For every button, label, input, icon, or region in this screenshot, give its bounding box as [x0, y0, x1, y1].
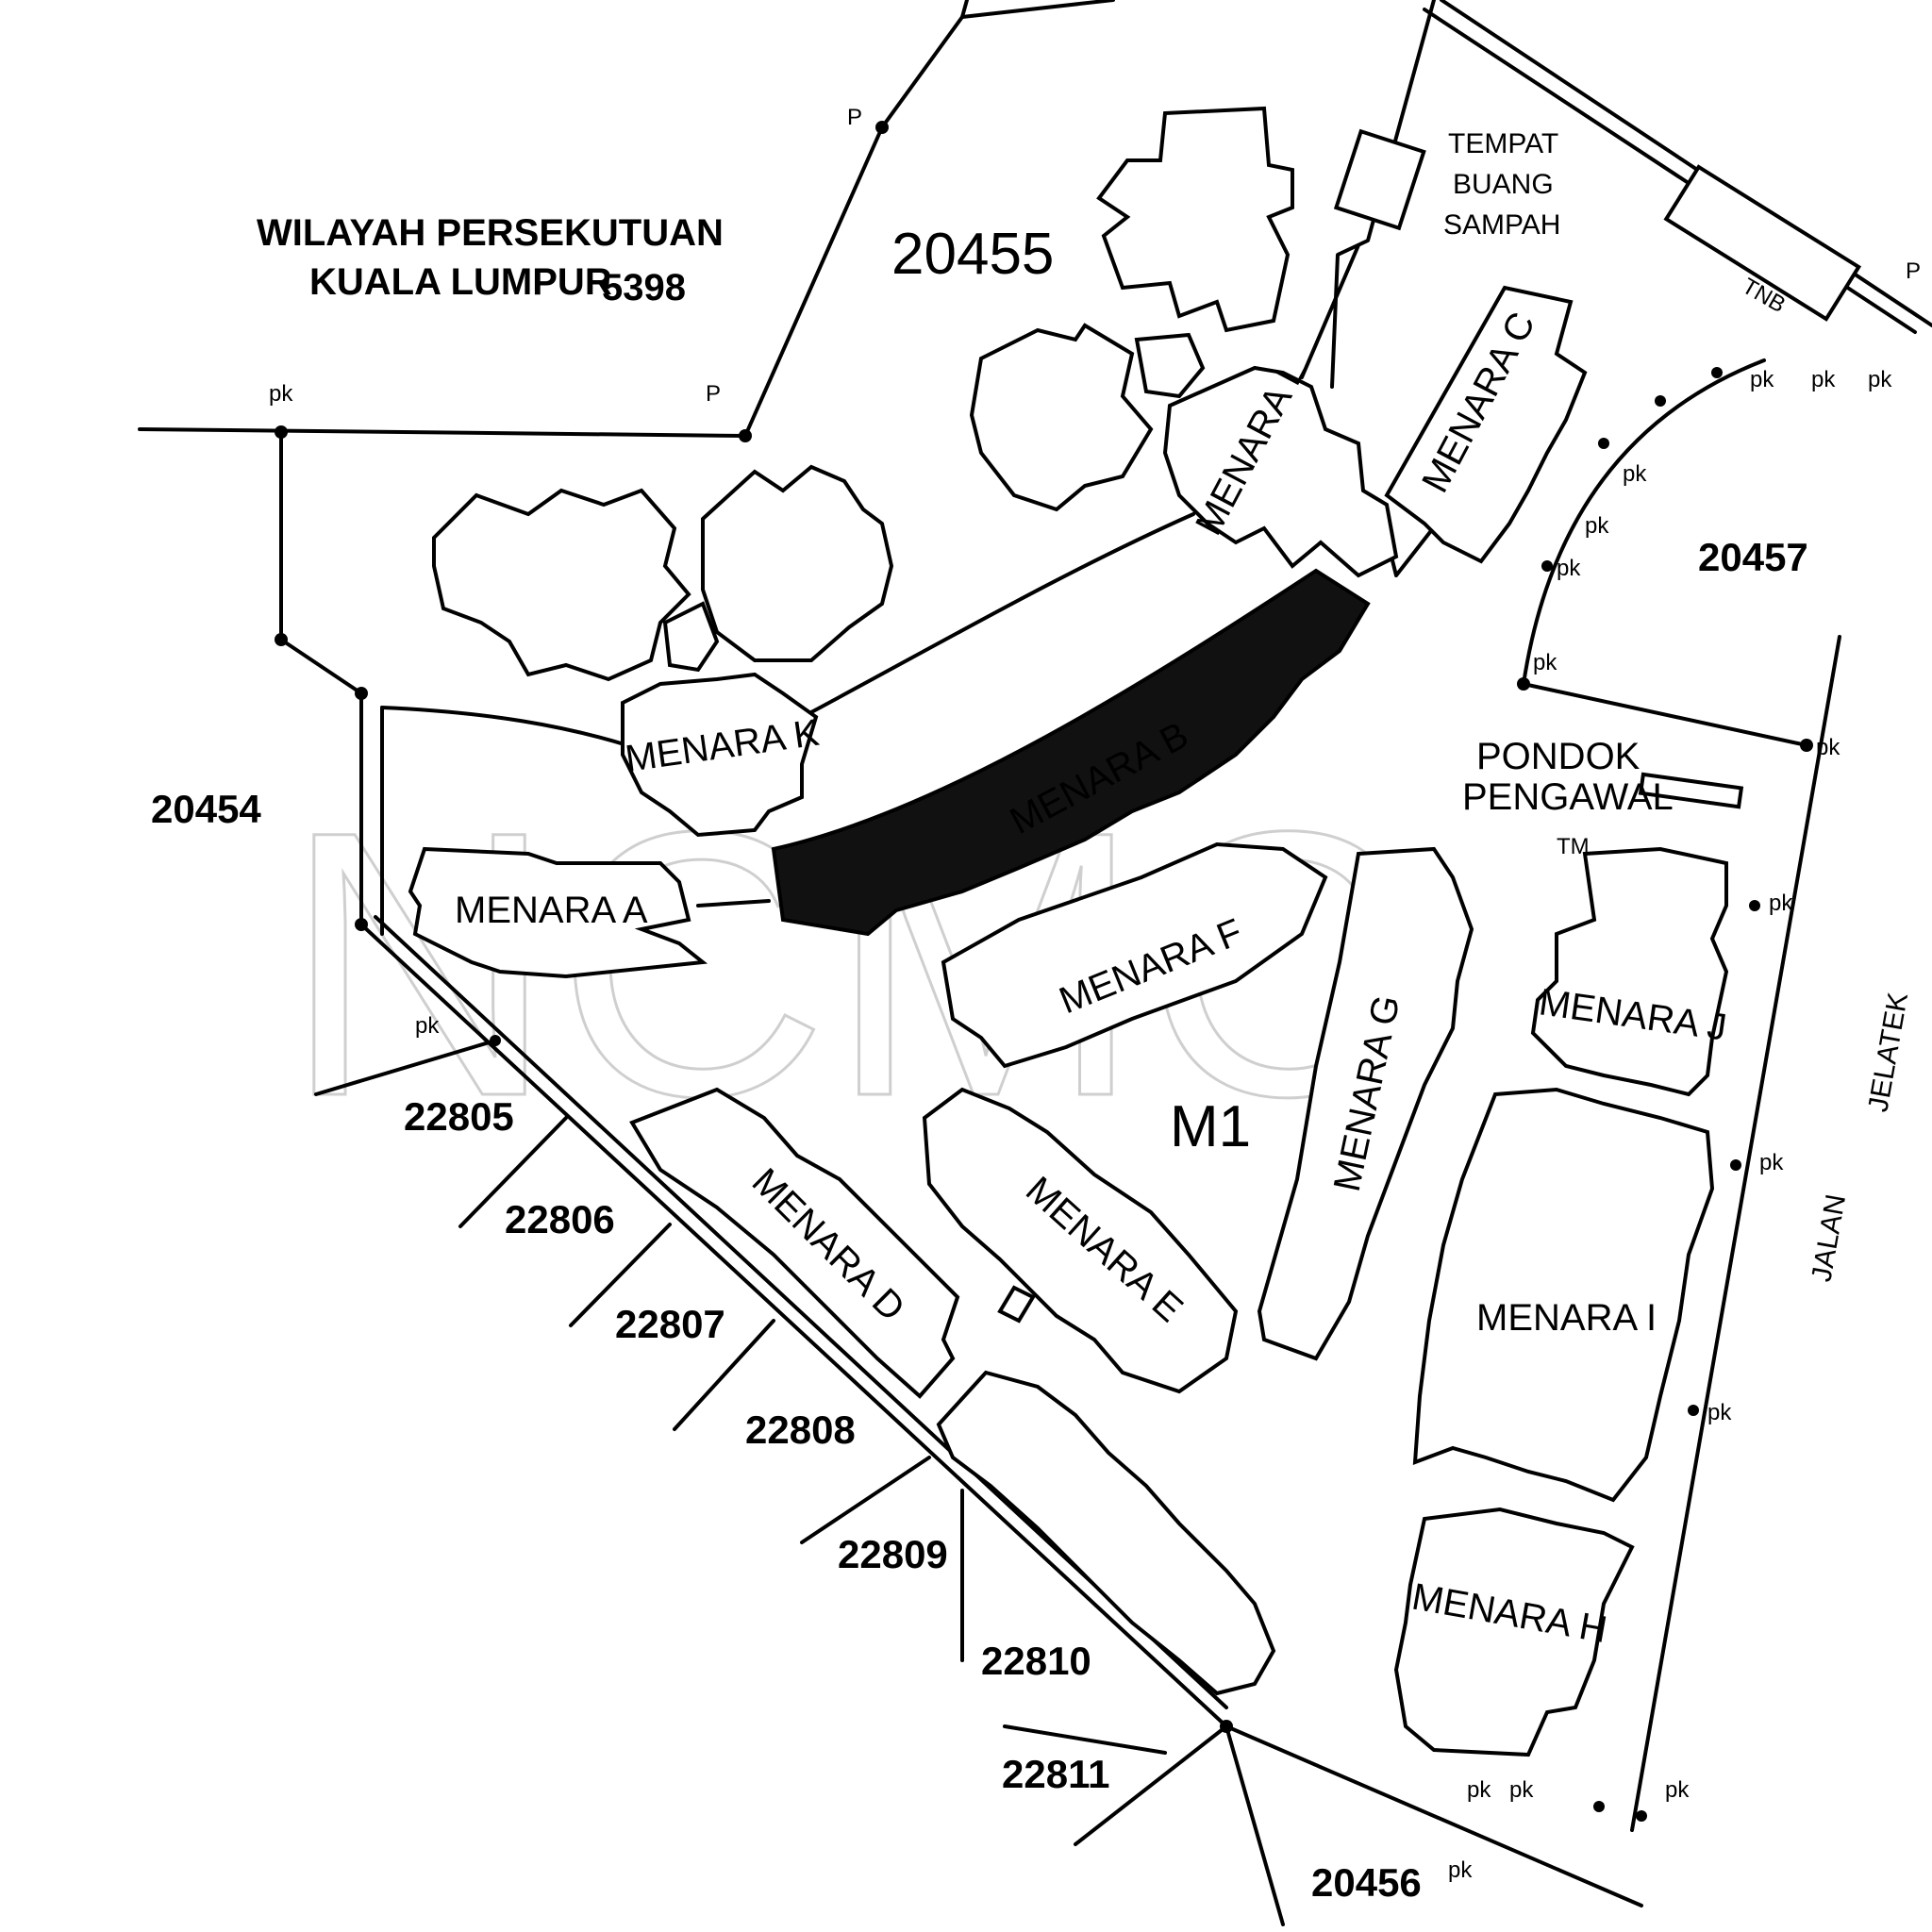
survey-points [275, 121, 1813, 1822]
lot-22811: 22811 [1002, 1752, 1109, 1796]
p-marker: P [1906, 258, 1921, 284]
pk-marker: pk [269, 381, 293, 407]
lot-22805: 22805 [404, 1094, 514, 1139]
tempat-label-line2: BUANG [1453, 169, 1554, 200]
road-label-line2: JELATEK [1862, 991, 1914, 1115]
marker-labels: pk P P P pk pk pk pk pk pk pk pk pk pk p… [269, 105, 1921, 1883]
pk-marker: pk [1811, 367, 1836, 392]
tempat-label-line1: TEMPAT [1448, 128, 1558, 159]
road-label-line1: JALAN [1806, 1192, 1852, 1285]
region-name-line2: KUALA LUMPUR [309, 261, 612, 303]
region-name-line1: WILAYAH PERSEKUTUAN [257, 212, 724, 254]
pk-marker: pk [1623, 461, 1647, 487]
pk-marker: pk [1557, 556, 1581, 581]
region-label: WILAYAH PERSEKUTUAN KUALA LUMPUR 5398 [257, 212, 724, 308]
pk-marker: pk [1816, 735, 1840, 760]
pk-marker: pk [1665, 1777, 1690, 1803]
pk-marker: pk [1868, 367, 1892, 392]
lot-22807: 22807 [615, 1302, 725, 1346]
pk-marker: pk [1769, 891, 1793, 916]
pk-marker: pk [1533, 650, 1557, 675]
lot-m1: M1 [1170, 1094, 1251, 1159]
building-label-i: MENARA I [1476, 1297, 1657, 1339]
lot-22806: 22806 [505, 1197, 615, 1241]
lot-20456: 20456 [1311, 1860, 1422, 1905]
lot-20454: 20454 [151, 787, 261, 831]
p-marker: P [706, 381, 721, 407]
lot-22809: 22809 [838, 1532, 948, 1576]
road-label: JALAN JELATEK [1806, 991, 1914, 1285]
tempat-label-line3: SAMPAH [1443, 209, 1560, 241]
facility-labels: TEMPAT BUANG SAMPAH TNB PONDOK PENGAWAL [1443, 128, 1790, 818]
pondok-label-line1: PONDOK [1476, 736, 1641, 777]
building-shapes [408, 128, 1862, 1757]
pk-marker: pk [1448, 1857, 1473, 1883]
pk-marker: pk [1759, 1150, 1784, 1175]
pk-marker: pk [415, 1013, 440, 1039]
lot-22808: 22808 [745, 1407, 856, 1452]
pk-marker: pk [1585, 513, 1609, 539]
pk-marker: pk [1707, 1400, 1732, 1425]
lot-20457: 20457 [1698, 535, 1808, 579]
pk-marker: pk [1750, 367, 1774, 392]
building-label-a: MENARA A [455, 890, 648, 931]
lot-labels: 20455 20457 20454 20456 M1 22805 22806 2… [151, 222, 1808, 1905]
lot-20455: 20455 [891, 222, 1054, 287]
lot-22810: 22810 [981, 1639, 1091, 1683]
trees [432, 106, 1294, 682]
pk-marker: pk [1509, 1777, 1534, 1803]
p-marker: P [847, 105, 862, 130]
pondok-label-line2: PENGAWAL [1462, 776, 1674, 818]
region-lot-number: 5398 [602, 267, 686, 308]
pk-marker: pk [1467, 1777, 1491, 1803]
